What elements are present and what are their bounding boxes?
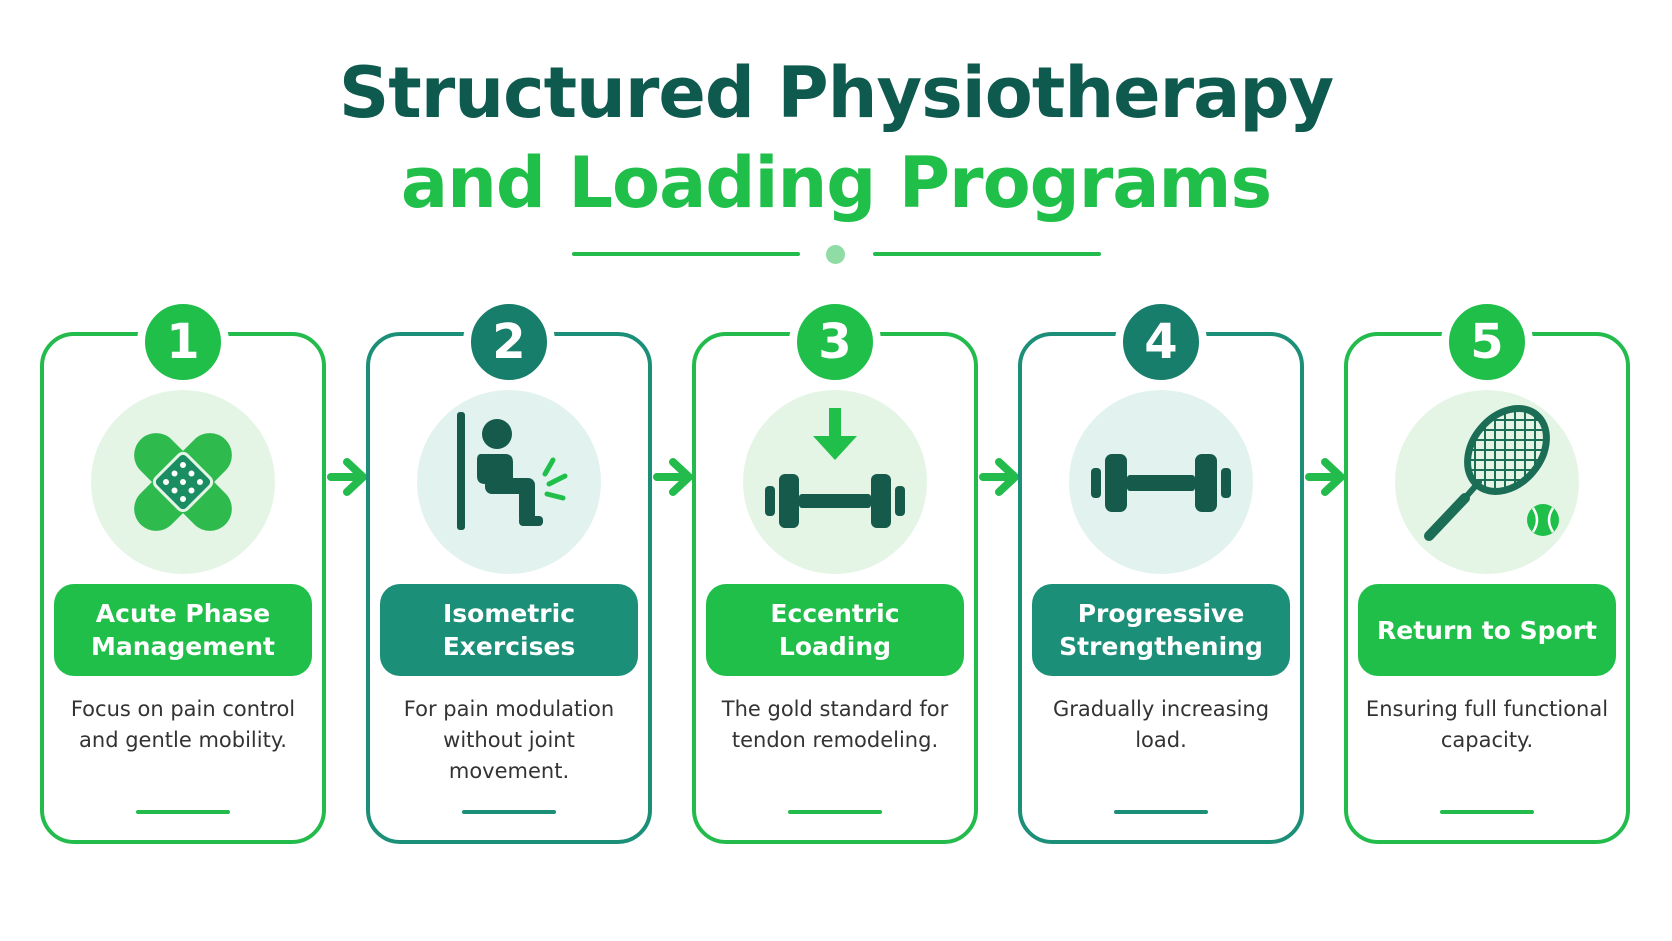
step-title: Acute Phase Management — [54, 584, 312, 676]
title-line-2: and Loading Programs — [400, 142, 1272, 224]
icon-circle — [417, 390, 601, 574]
step-card-5: 5 — [1344, 296, 1630, 844]
lowering-dumbbell-icon — [765, 408, 905, 528]
bandage-icon — [134, 433, 232, 531]
card-underline — [1114, 810, 1208, 814]
icon-circle — [91, 390, 275, 574]
title-divider-right — [873, 252, 1101, 256]
dumbbell-icon — [1091, 454, 1231, 512]
step-number-badge: 3 — [789, 296, 881, 388]
step-description: The gold standard for tendon remodeling. — [721, 697, 949, 752]
step-number-badge: 1 — [137, 296, 229, 388]
step-description: Gradually increasing load. — [1052, 697, 1270, 752]
card-underline — [1440, 810, 1534, 814]
step-card-3: 3 Eccentric Loading The gold standard fo… — [692, 296, 978, 844]
icon-circle — [743, 390, 927, 574]
arrow-right-icon — [653, 458, 693, 496]
step-number-badge: 5 — [1441, 296, 1533, 388]
card-underline — [136, 810, 230, 814]
icon-circle — [1395, 390, 1579, 574]
title-line-1: Structured Physiotherapy — [338, 52, 1334, 134]
step-title: Isometric Exercises — [380, 584, 638, 676]
step-description: For pain modulation without joint moveme… — [403, 697, 615, 783]
arrow-right-icon — [1305, 458, 1345, 496]
step-number-badge: 2 — [463, 296, 555, 388]
step-number-badge: 4 — [1115, 296, 1207, 388]
arrow-right-icon — [979, 458, 1019, 496]
step-description: Focus on pain control and gentle mobilit… — [70, 697, 296, 752]
step-card-1: 1 Acute Phase Management Focus on pain c… — [40, 296, 326, 844]
title-divider-dot — [826, 245, 845, 264]
title-divider-left — [572, 252, 800, 256]
step-title: Eccentric Loading — [706, 584, 964, 676]
step-title: Progressive Strengthening — [1032, 584, 1290, 676]
step-title: Return to Sport — [1358, 584, 1616, 676]
arrow-right-icon — [327, 458, 367, 496]
card-underline — [788, 810, 882, 814]
tennis-racket-icon — [1424, 400, 1563, 541]
step-description: Ensuring full functional capacity. — [1365, 697, 1609, 752]
wall-sit-icon — [457, 412, 568, 530]
step-card-4: 4 Progressive Strengthening Gradually in… — [1018, 296, 1304, 844]
step-card-2: 2 Isometric Exercises For pain modulatio… — [366, 296, 652, 844]
icon-circle — [1069, 390, 1253, 574]
card-underline — [462, 810, 556, 814]
